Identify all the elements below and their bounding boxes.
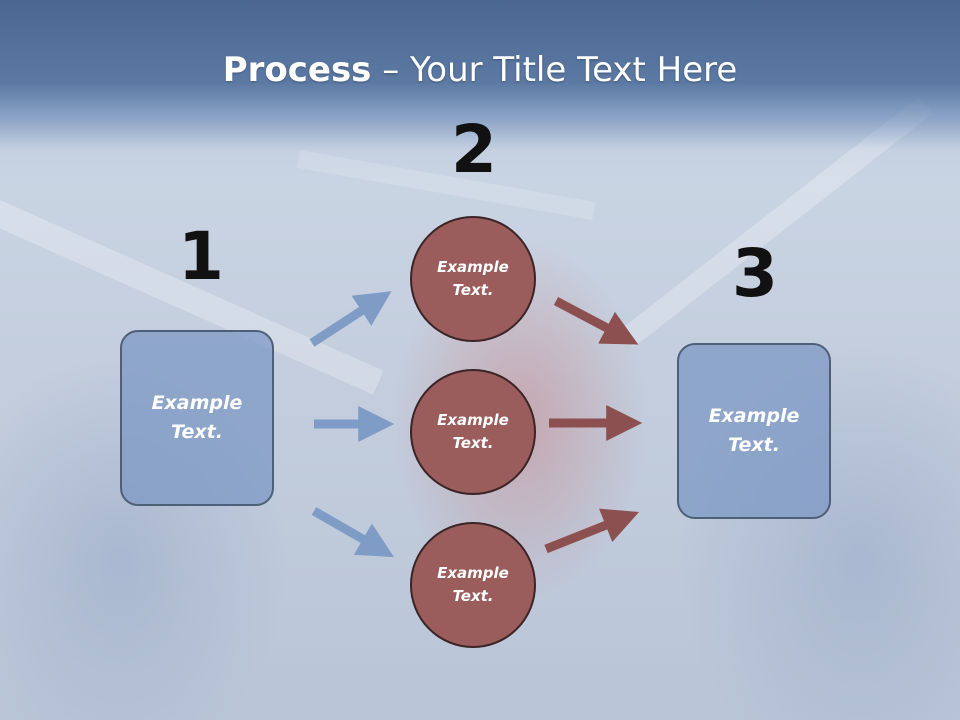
arrow-1-to-top — [309, 291, 392, 347]
title-rest-part: – Your Title Text Here — [371, 50, 738, 90]
title-band — [0, 0, 960, 150]
arrow-1-to-bottom — [311, 507, 395, 558]
arrow-bottom-to-3 — [544, 508, 640, 554]
circle-bottom[interactable]: Example Text. — [410, 522, 536, 648]
step-1-box[interactable]: Example Text. — [120, 330, 274, 506]
step-3-box[interactable]: Example Text. — [677, 343, 831, 519]
title-bold-part: Process — [222, 50, 372, 90]
step-number-2: 2 — [451, 111, 497, 188]
circle-top[interactable]: Example Text. — [410, 216, 536, 342]
arrow-top-to-3 — [553, 297, 639, 345]
step-number-1: 1 — [178, 218, 224, 295]
circle-middle[interactable]: Example Text. — [410, 369, 536, 495]
step-number-3: 3 — [732, 235, 778, 312]
slide-title: Process – Your Title Text Here — [0, 50, 960, 90]
